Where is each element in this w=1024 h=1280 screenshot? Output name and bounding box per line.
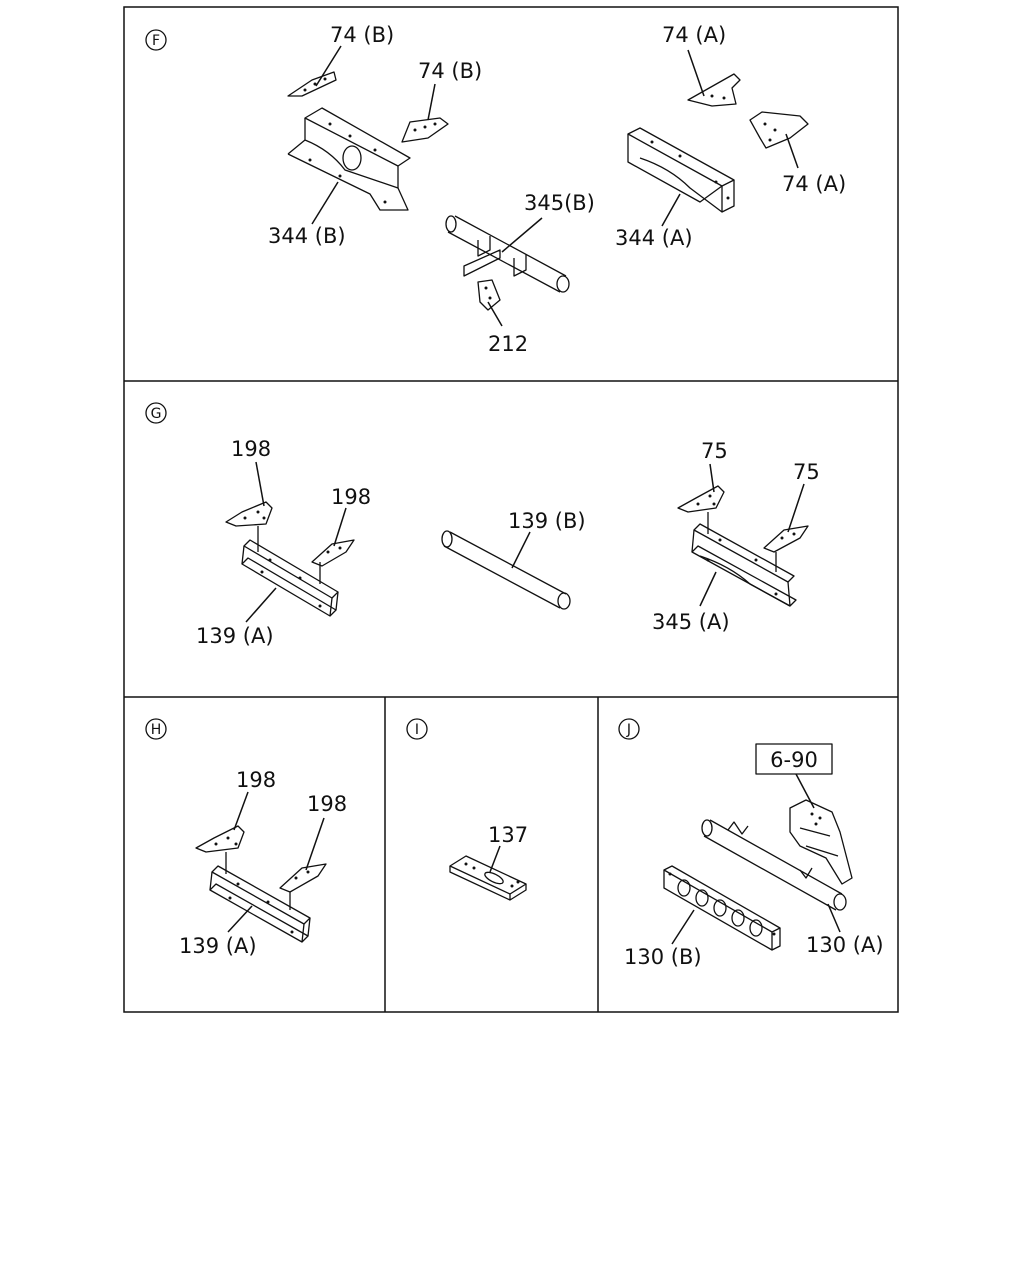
label-198-h2: 198 xyxy=(307,792,347,816)
label-344b: 344 (B) xyxy=(268,224,346,248)
leader-139a-g xyxy=(245,587,277,623)
leader-198-g1 xyxy=(255,461,265,507)
label-75-2: 75 xyxy=(793,460,820,484)
leader-75-2 xyxy=(787,483,805,533)
leader-75-1 xyxy=(709,463,715,493)
leader-212 xyxy=(487,301,503,327)
label-198-g1: 198 xyxy=(231,437,271,461)
svg-text:J: J xyxy=(626,722,631,738)
bracket-198-right xyxy=(311,539,355,567)
label-198-h1: 198 xyxy=(236,768,276,792)
reference-box-6-90: 6-90 xyxy=(755,743,833,775)
leader-74a-2 xyxy=(785,133,799,169)
crossmember-344b xyxy=(287,107,411,211)
leader-344b xyxy=(311,181,339,225)
section-marker-i: I xyxy=(406,718,428,740)
section-f: F 74 (B) 74 (B) 344 (B) xyxy=(145,23,846,356)
leader-198-h1 xyxy=(233,791,249,831)
channel-345a xyxy=(691,512,797,607)
bracket-74a-right xyxy=(749,111,809,149)
leader-74a-1 xyxy=(687,49,705,97)
plate-212 xyxy=(477,279,501,311)
label-130b: 130 (B) xyxy=(624,945,702,969)
leader-344a xyxy=(661,193,681,227)
leader-139b xyxy=(511,531,531,569)
leader-130b xyxy=(671,909,695,945)
svg-text:I: I xyxy=(415,722,419,738)
leader-130a xyxy=(827,903,841,933)
leader-198-g2 xyxy=(333,507,347,547)
label-345a: 345 (A) xyxy=(652,610,730,634)
bracket-75-left xyxy=(677,485,725,513)
section-i: I 137 xyxy=(406,718,528,901)
bracket-198-left xyxy=(225,501,273,527)
channel-139a-h xyxy=(209,852,311,943)
label-344a: 344 (A) xyxy=(615,226,693,250)
leader-345a xyxy=(699,571,717,607)
label-74a-1: 74 (A) xyxy=(662,23,726,47)
bracket-75-right xyxy=(763,525,809,553)
label-130a: 130 (A) xyxy=(806,933,884,957)
bracket-198-h-right xyxy=(279,863,327,893)
leader-345b xyxy=(501,217,543,253)
diagram-frame xyxy=(123,6,899,1013)
label-139b: 139 (B) xyxy=(508,509,586,533)
svg-text:6-90: 6-90 xyxy=(770,748,818,772)
label-198-g2: 198 xyxy=(331,485,371,509)
leader-198-h2 xyxy=(305,817,325,871)
section-marker-j: J xyxy=(618,718,640,740)
section-marker-h: H xyxy=(145,718,167,740)
label-139a-h: 139 (A) xyxy=(179,934,257,958)
section-marker-g: G xyxy=(145,402,167,424)
svg-text:H: H xyxy=(151,722,162,738)
tube-130a xyxy=(701,819,847,911)
tube-139b xyxy=(441,530,571,610)
bracket-6-90 xyxy=(789,799,853,885)
label-137: 137 xyxy=(488,823,528,847)
label-139a-g: 139 (A) xyxy=(196,624,274,648)
section-marker-f: F xyxy=(145,29,167,51)
leader-137 xyxy=(489,845,501,873)
label-75-1: 75 xyxy=(701,439,728,463)
bracket-198-h-left xyxy=(195,825,245,853)
channel-130b xyxy=(663,865,781,951)
section-g: G 198 198 139 (A) xyxy=(145,402,820,648)
label-74a-2: 74 (A) xyxy=(782,172,846,196)
section-h: H 198 198 139 (A) xyxy=(145,718,347,958)
leader-74b-2 xyxy=(427,83,436,121)
tube-345b xyxy=(445,215,570,293)
leader-74b-1 xyxy=(315,45,342,87)
svg-text:G: G xyxy=(151,406,162,422)
label-74b-1: 74 (B) xyxy=(330,23,394,47)
label-345b: 345(B) xyxy=(524,191,595,215)
section-j: J 6-90 130 (A) xyxy=(618,718,884,969)
leader-139a-h xyxy=(227,905,253,933)
bracket-74b-left xyxy=(287,71,337,97)
bracket-74b-right xyxy=(401,117,449,143)
channel-139a-g xyxy=(241,526,339,617)
crossmember-344a xyxy=(627,127,735,213)
svg-text:F: F xyxy=(152,33,160,49)
bracket-74a-top xyxy=(687,73,741,107)
label-74b-2: 74 (B) xyxy=(418,59,482,83)
label-212: 212 xyxy=(488,332,528,356)
bracket-137 xyxy=(449,855,527,901)
